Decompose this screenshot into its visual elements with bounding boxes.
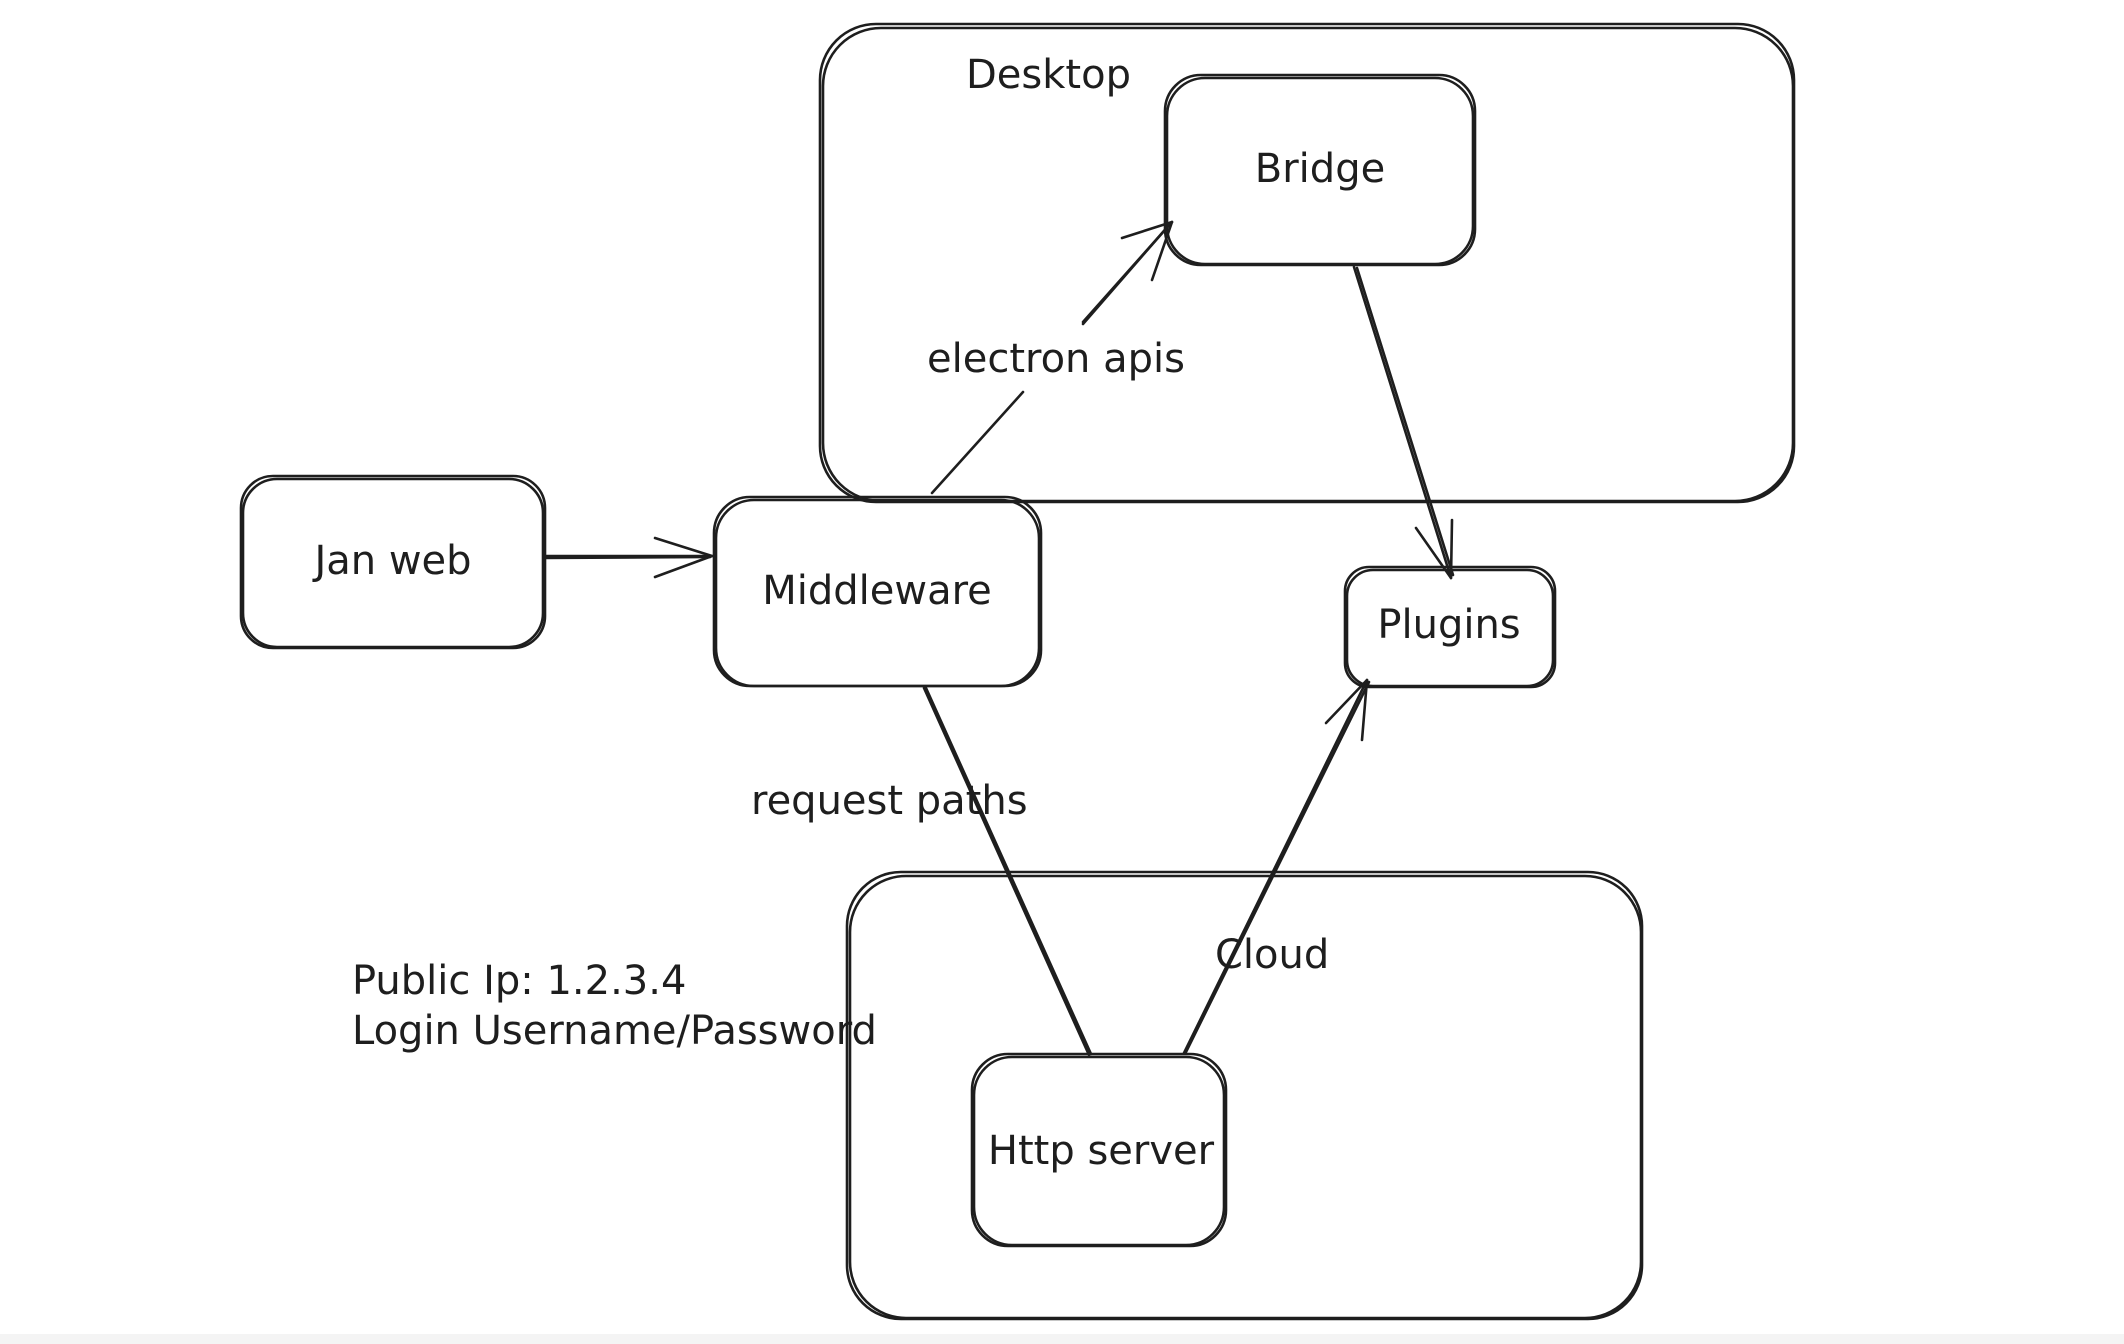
- middleware-label: Middleware: [762, 568, 992, 614]
- arrow-bridge-to-plugins: [1352, 265, 1455, 580]
- http-server-label: Http server: [988, 1128, 1215, 1174]
- bridge-node: [1163, 73, 1477, 267]
- arrow-http-server-to-plugins: [1182, 678, 1371, 1055]
- login-note: Login Username/Password: [352, 1008, 877, 1054]
- http-server-node: [970, 1052, 1228, 1248]
- request-paths-label: request paths: [751, 778, 1028, 824]
- line-middleware-to-http-server: [922, 686, 1093, 1057]
- jan-web-node: [239, 474, 547, 650]
- desktop-container: [818, 22, 1796, 504]
- bridge-label: Bridge: [1255, 146, 1385, 192]
- electron-apis-label: electron apis: [927, 336, 1185, 382]
- bottom-bar: [0, 1334, 2124, 1344]
- desktop-label: Desktop: [966, 52, 1131, 98]
- jan-web-label: Jan web: [311, 538, 471, 584]
- public-ip-note: Public Ip: 1.2.3.4: [352, 958, 686, 1004]
- arrow-middleware-to-bridge: [930, 220, 1174, 495]
- arrow-jan-web-to-middleware: [543, 536, 714, 579]
- cloud-container: [845, 870, 1644, 1321]
- plugins-label: Plugins: [1377, 602, 1520, 648]
- middleware-node: [712, 495, 1043, 688]
